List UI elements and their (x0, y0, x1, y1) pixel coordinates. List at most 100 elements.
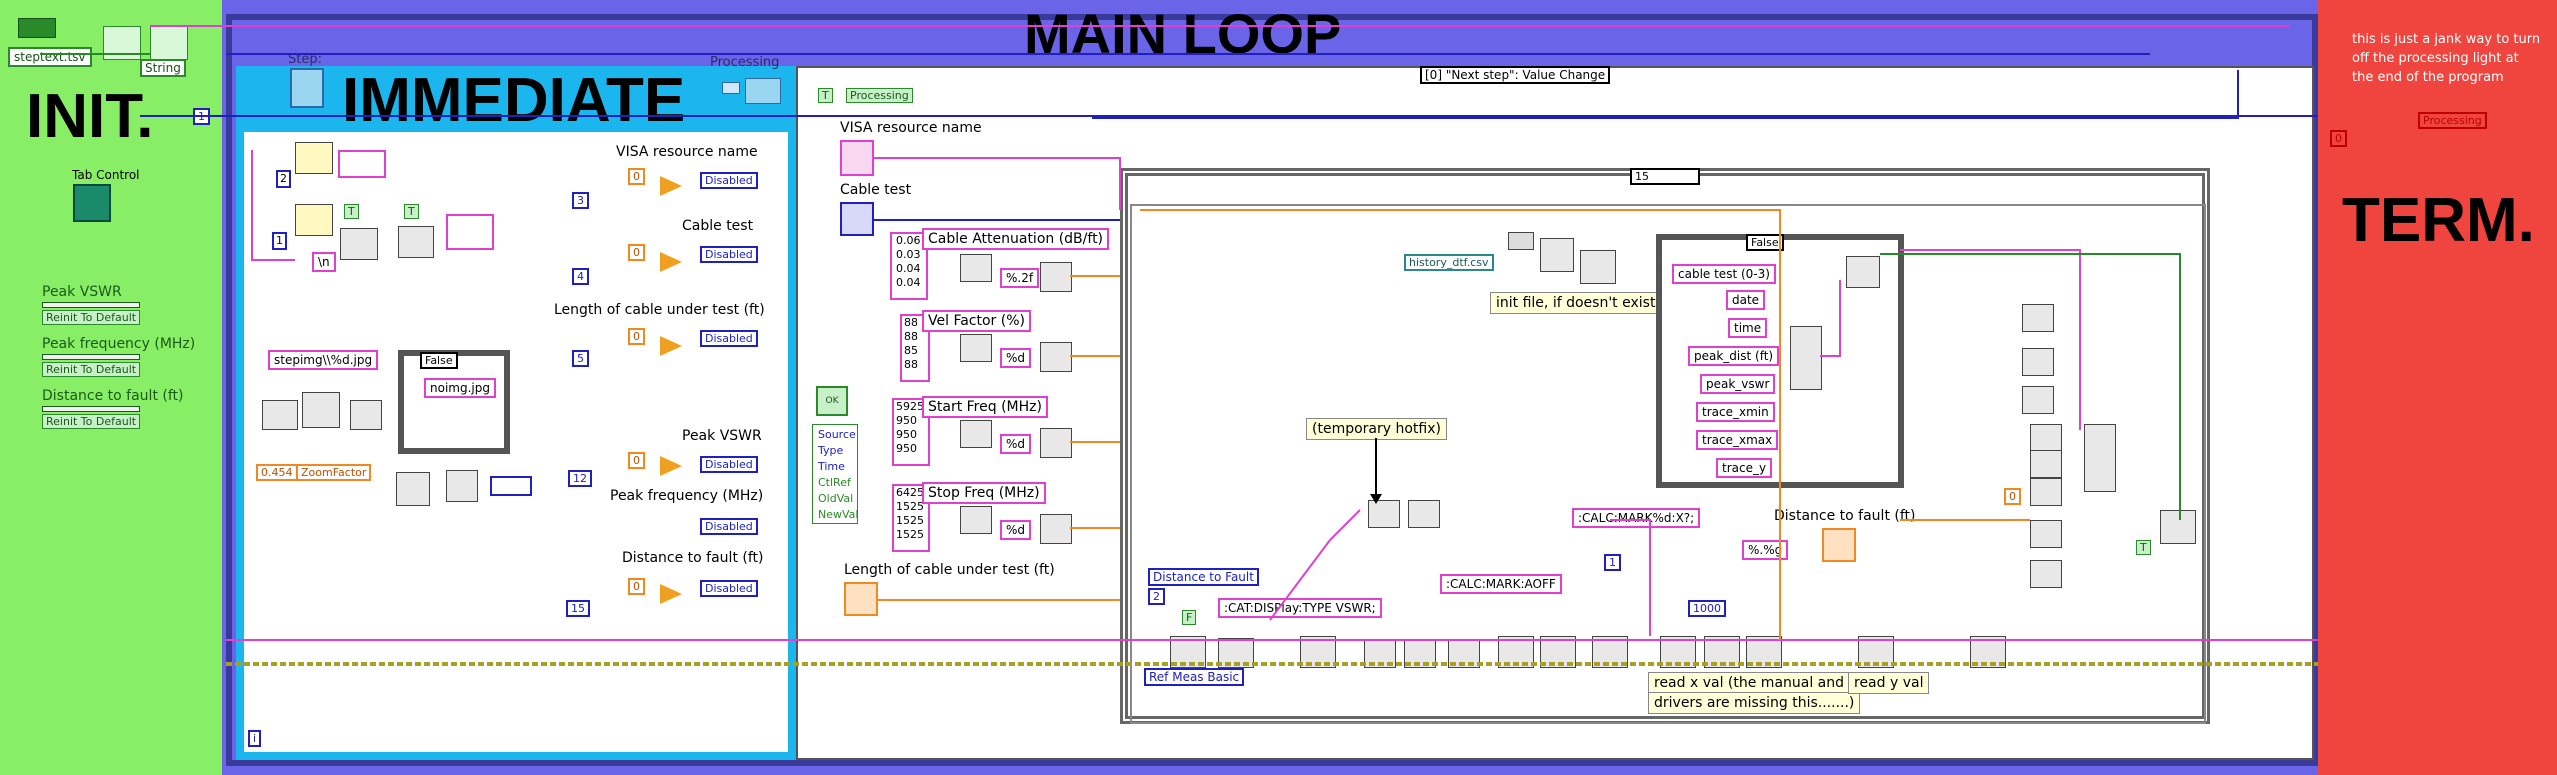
stop-label: Stop Freq (MHz) (922, 482, 1046, 504)
imm-node-1 (295, 142, 333, 174)
imm-ctl-state-1: Disabled (700, 246, 758, 263)
imm-path-node (302, 392, 340, 428)
write-file-node (1846, 256, 1880, 288)
ok-button-node[interactable]: OK (816, 386, 848, 416)
atten-fmt: %.2f (1000, 268, 1040, 288)
right-node-5 (2030, 450, 2062, 478)
imm-ctl-index-0: 3 (572, 192, 589, 209)
imm-ctl-state-4: Disabled (700, 518, 758, 535)
init-string-selector[interactable]: String (140, 59, 186, 77)
dtf-indicator-label: Distance to fault (ft) (1774, 508, 1916, 524)
right-node-6 (2030, 478, 2062, 506)
tab-control-icon[interactable] (73, 184, 111, 222)
reinit-peak-freq-node[interactable]: Reinit To Default (42, 362, 141, 377)
step-indicator (290, 68, 324, 108)
stop-fmt: %d (1000, 520, 1032, 540)
dtf-indicator (1822, 528, 1856, 562)
dtf-ring[interactable]: Distance to Fault (1148, 568, 1259, 586)
imm-ctl-zero-0: 0 (628, 168, 645, 185)
atten-v3: 0.04 (896, 276, 921, 289)
stop-v2: 1525 (896, 514, 924, 527)
file-folder-node (1508, 232, 1534, 250)
col-6: trace_xmax (1696, 430, 1779, 450)
imm-ctl-index-1: 4 (572, 268, 589, 285)
imm-newline-const: \n (312, 252, 336, 272)
vel-v3: 88 (904, 358, 918, 371)
imm-info-i: i (248, 730, 262, 747)
imm-ctl-index-5: 15 (566, 600, 590, 617)
case-selector[interactable]: 15 (1630, 168, 1700, 185)
col-0: cable test (0-3) (1672, 264, 1776, 284)
inner-case-selector[interactable]: False (1746, 234, 1784, 251)
visa-write-node-a (1368, 500, 1400, 528)
bool-f: F (1182, 610, 1197, 625)
imm-ctl-state-2: Disabled (700, 330, 758, 347)
init-file-note: init file, if doesn't exist (1490, 292, 1662, 314)
start-v1: 950 (896, 414, 917, 427)
start-v2: 950 (896, 428, 917, 441)
col-5: trace_xmin (1696, 402, 1775, 422)
init-frame (0, 0, 222, 775)
imm-step-pattern[interactable]: stepimg\\%d.jpg (268, 350, 379, 370)
term-title: TERM. (2342, 186, 2535, 255)
cable-test-control[interactable] (840, 202, 874, 236)
vel-fmt: %d (1000, 348, 1032, 368)
right-bool-t: T (2136, 540, 2151, 555)
imm-bool-t1: T (344, 204, 359, 219)
event-data-0: Source (818, 428, 856, 441)
imm-false-selector[interactable]: False (420, 352, 458, 369)
vel-v1: 88 (904, 330, 918, 343)
imm-node-4 (398, 226, 434, 258)
array-concat-node (2084, 424, 2116, 492)
right-node-3 (2022, 386, 2054, 414)
imm-ctl-zero-3: 0 (628, 452, 645, 469)
indicator-dtf-label: Distance to fault (ft) (42, 388, 184, 404)
cmd-disp: :CAT:DISPlay:TYPE VSWR; (1218, 598, 1382, 618)
imm-ctl-zero-5: 0 (628, 578, 645, 595)
right-node-1 (2022, 304, 2054, 332)
immediate-title: IMMEDIATE (342, 66, 686, 135)
imm-ctl-label-2: Length of cable under test (ft) (554, 302, 765, 318)
ref-meas-ring[interactable]: Ref Meas Basic (1144, 668, 1245, 686)
event-data-1: Type (818, 444, 844, 457)
main-loop-border (226, 14, 2318, 766)
imm-bool-t2: T (404, 204, 419, 219)
imm-ctl-label-3: Peak VSWR (682, 428, 762, 444)
start-label: Start Freq (MHz) (922, 396, 1048, 418)
right-node-8 (2030, 560, 2062, 588)
term-const-zero: 0 (2330, 130, 2347, 147)
event-data-2: Time (818, 460, 845, 473)
step-label: Step: (288, 52, 322, 67)
start-array (892, 398, 930, 466)
atten-index-node (960, 254, 992, 282)
event-data-3: CtlRef (818, 476, 851, 489)
write-spreadsheet-node (2160, 510, 2196, 544)
imm-ctl-index-3: 12 (568, 470, 592, 487)
imm-ctl-label-1: Cable test (682, 218, 754, 234)
reinit-peak-vswr-node[interactable]: Reinit To Default (42, 310, 141, 325)
orange-wires (878, 209, 2030, 640)
event-selector[interactable]: [0] "Next step": Value Change (1420, 66, 1611, 84)
atten-label: Cable Attenuation (dB/ft) (922, 228, 1110, 250)
imm-noimg-const: noimg.jpg (424, 378, 496, 398)
pink-wires (150, 25, 2318, 641)
imm-picture-out (490, 476, 532, 496)
visa-control[interactable] (840, 140, 874, 176)
imm-ctl-label-4: Peak frequency (MHz) (610, 488, 764, 504)
init-title: INIT. (26, 82, 154, 151)
length-control-main[interactable] (844, 582, 878, 616)
imm-ctl-zero-1: 0 (628, 244, 645, 261)
atten-v2: 0.04 (896, 262, 921, 275)
imm-ctl-state-3: Disabled (700, 456, 758, 473)
cable-test-label: Cable test (840, 182, 912, 198)
imm-ctl-select-1 (660, 252, 682, 272)
imm-node-2 (295, 204, 333, 236)
term-frame (2318, 0, 2557, 775)
atten-v0: 0.06 (896, 234, 921, 247)
tab-control-label: Tab Control (72, 168, 140, 182)
imm-const-1: 1 (272, 232, 287, 250)
reinit-dtf-node[interactable]: Reinit To Default (42, 414, 141, 429)
build-array-node (1790, 326, 1822, 390)
imm-ctl-zero-2: 0 (628, 328, 645, 345)
